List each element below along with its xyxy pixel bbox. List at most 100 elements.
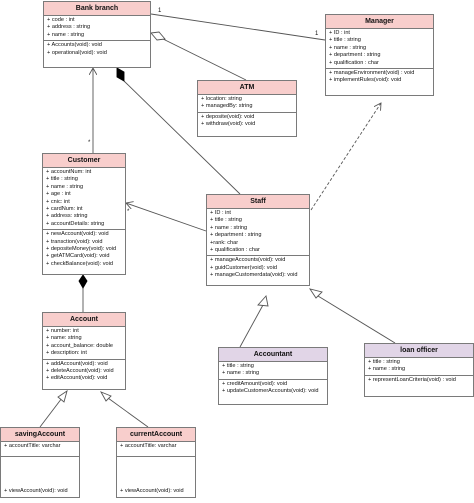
generalization-current-account bbox=[107, 397, 149, 428]
generalization-triangle-4 bbox=[99, 391, 112, 402]
attribute: +rank: char bbox=[210, 239, 239, 246]
method: + creditAmount(void): void bbox=[222, 380, 288, 387]
methods-section: + viewAccount(void): void bbox=[1, 464, 79, 496]
class-name: Account bbox=[43, 313, 125, 327]
class-customer[interactable]: Customer + accountNum: int + title : str… bbox=[42, 153, 126, 275]
attribute: + title : string bbox=[222, 363, 254, 369]
attribute: + title : string bbox=[210, 217, 242, 224]
method: + manageAccounts(void): void bbox=[210, 257, 286, 264]
class-saving-account-methods: + viewAccount(void): void bbox=[0, 464, 80, 498]
attribute: + age : int bbox=[46, 191, 71, 198]
method: + representLoanCriteria(void) : void bbox=[368, 376, 456, 383]
attributes-section: + code : int + address : string + name :… bbox=[44, 16, 150, 42]
attribute: + department : string bbox=[329, 52, 381, 59]
attribute: + cardNum: int bbox=[46, 206, 83, 213]
attributes-section: + accountNum: int + title : string + nam… bbox=[43, 168, 125, 231]
method: + withdraw(void): void bbox=[201, 121, 256, 128]
attribute: + description: int bbox=[46, 350, 87, 357]
attribute: + accountDetails: string bbox=[46, 220, 105, 227]
class-name: Manager bbox=[326, 15, 433, 29]
attributes-section: + ID : int + title : string + name : str… bbox=[207, 209, 309, 257]
method: + depositeMoney(void): void bbox=[46, 246, 117, 253]
attributes-section: + accountTitle: varchar bbox=[117, 442, 195, 457]
attribute: + qualification : char bbox=[329, 59, 379, 66]
attributes-section: + accountTitle: varchar bbox=[1, 442, 79, 457]
class-staff[interactable]: Staff + ID : int + title : string + name… bbox=[206, 194, 310, 286]
method: + getATMCard(void): void bbox=[46, 253, 110, 260]
class-name: currentAccount bbox=[117, 428, 195, 442]
method: + Accounts(void): void bbox=[47, 42, 102, 49]
generalization-triangle bbox=[257, 295, 269, 307]
attribute: + name : string bbox=[329, 44, 367, 51]
class-saving-account[interactable]: savingAccount + accountTitle: varchar bbox=[0, 427, 80, 465]
methods-section: + manageEnvironment(void) : void + imple… bbox=[326, 69, 433, 86]
method: + manageCustomerdata(void): void bbox=[210, 272, 298, 279]
aggregation-bank-atm bbox=[158, 36, 247, 81]
method: + viewAccount(void): void bbox=[120, 488, 184, 494]
class-name: Customer bbox=[43, 154, 125, 168]
method: + implementRules(void): void bbox=[329, 77, 402, 84]
method: + operational(void): void bbox=[47, 49, 107, 56]
attribute: + address: string bbox=[46, 213, 88, 220]
attributes-section: + title : string + name : string bbox=[219, 362, 327, 380]
attribute: + qualification : char bbox=[210, 247, 260, 254]
class-current-account-methods: + viewAccount(void): void bbox=[116, 464, 196, 498]
dependency-staff-manager bbox=[310, 103, 381, 211]
attribute: + address : string bbox=[47, 24, 91, 31]
methods-section: + deposite(void): void + withdraw(void):… bbox=[198, 113, 296, 130]
class-name: Bank branch bbox=[44, 2, 150, 16]
class-manager[interactable]: Manager + ID : int + title : string + na… bbox=[325, 14, 434, 96]
attribute: + number: int bbox=[46, 328, 79, 334]
association-bank-manager bbox=[150, 13, 326, 41]
class-atm[interactable]: ATM + location: string + managedBy: stri… bbox=[197, 80, 297, 137]
attribute: + name : string bbox=[222, 370, 260, 377]
class-name: Staff bbox=[207, 195, 309, 209]
multiplicity-bank-manager-2: 1 bbox=[315, 31, 319, 37]
attribute: + location: string bbox=[201, 96, 242, 102]
methods-section: + addAccount(void): void + deleteAccount… bbox=[43, 360, 125, 384]
attribute: + ID : int bbox=[210, 210, 231, 216]
attribute: + cnic: int bbox=[46, 198, 70, 205]
method: + viewAccount(void): void bbox=[4, 488, 68, 494]
method: + deleteAccount(void): void bbox=[46, 368, 114, 375]
attributes-section: + ID : int + title : string + name : str… bbox=[326, 29, 433, 70]
methods-section: + Accounts(void): void + operational(voi… bbox=[44, 41, 150, 58]
attribute: + accountNum: int bbox=[46, 169, 92, 175]
method: + manageEnvironment(void) : void bbox=[329, 70, 415, 77]
methods-section: + newAccount(void): void + transction(vo… bbox=[43, 230, 125, 269]
association-customer-staff bbox=[126, 203, 207, 232]
methods-section: + creditAmount(void): void + updateCusto… bbox=[219, 380, 327, 397]
method: + updateCustomerAccounts(void): void bbox=[222, 388, 319, 395]
composition-diamond-account bbox=[78, 274, 88, 289]
class-bank-branch[interactable]: Bank branch + code : int + address : str… bbox=[43, 1, 151, 68]
method: + addAccount(void): void bbox=[46, 360, 108, 367]
attribute: + name : string bbox=[210, 224, 248, 231]
method: + newAccount(void): void bbox=[46, 231, 109, 238]
method: + checkBalance(void): void bbox=[46, 260, 114, 267]
attribute: + accountTitle: varchar bbox=[4, 443, 61, 449]
generalization-loan-officer-staff bbox=[317, 295, 396, 344]
attribute: + title : string bbox=[368, 359, 400, 365]
attribute: + account_balance: double bbox=[46, 342, 114, 349]
attribute: + name: string bbox=[46, 335, 82, 342]
class-loan-officer[interactable]: loan officer + title : string + name : s… bbox=[364, 343, 474, 397]
method: + transction(void): void bbox=[46, 238, 103, 245]
multiplicity-customer-staff: * bbox=[127, 209, 130, 215]
methods-section: + manageAccounts(void): void + guidCusto… bbox=[207, 256, 309, 280]
attribute: + code : int bbox=[47, 17, 75, 23]
attribute: + name : string bbox=[368, 366, 406, 373]
class-name: ATM bbox=[198, 81, 296, 95]
attribute: + department : string bbox=[210, 232, 262, 239]
methods-section: + viewAccount(void): void bbox=[117, 464, 195, 496]
attribute: + title : string bbox=[329, 37, 361, 44]
attribute: + accountTitle: varchar bbox=[120, 443, 177, 449]
class-account[interactable]: Account + number: int + name: string + a… bbox=[42, 312, 126, 390]
class-current-account[interactable]: currentAccount + accountTitle: varchar bbox=[116, 427, 196, 465]
class-name: savingAccount bbox=[1, 428, 79, 442]
method: + editAccount(void): void bbox=[46, 375, 108, 382]
attributes-section: + number: int + name: string + account_b… bbox=[43, 327, 125, 360]
class-accountant[interactable]: Accountant + title : string + name : str… bbox=[218, 347, 328, 405]
class-name: loan officer bbox=[365, 344, 473, 358]
attribute: + name : string bbox=[47, 31, 85, 38]
